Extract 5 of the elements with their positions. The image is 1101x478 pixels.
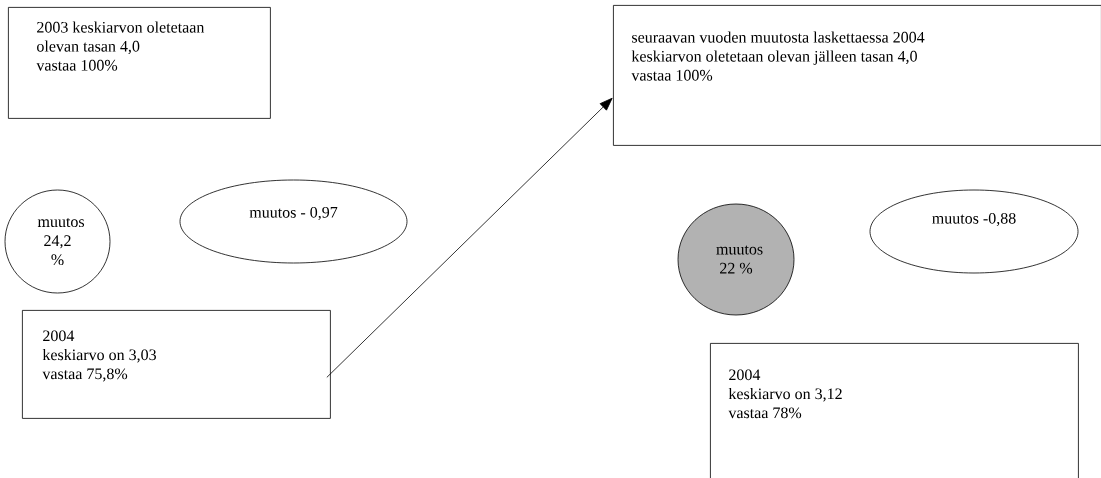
arrow [326, 97, 613, 378]
text-box: 2003 keskiarvon oletetaan olevan tasan 4,0 vastaa 100% [8, 7, 271, 119]
text-box: 2004 keskiarvo on 3,03 vastaa 75,8% [22, 310, 331, 419]
text-box: seuraavan vuoden muutosta laskettaessa 2004 keskiarvon oletetaan olevan jälleen tasan 4,0 vastaa 100% [613, 5, 1101, 146]
text-box: 2004 keskiarvo on 3,12 vastaa 78% [710, 343, 1079, 478]
